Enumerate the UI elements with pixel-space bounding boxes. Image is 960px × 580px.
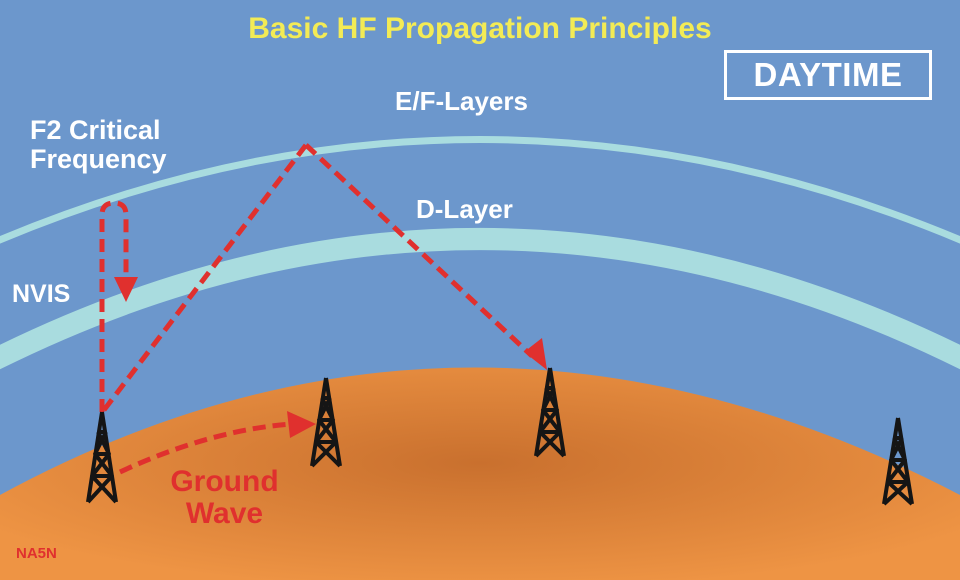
ground-wave-line2: Wave <box>185 496 264 530</box>
d-layer-band <box>0 228 960 370</box>
f2-critical-frequency-label: F2 Critical Frequency <box>30 115 230 175</box>
author-credit: NA5N <box>16 545 57 562</box>
arrowhead-icon <box>524 338 547 370</box>
ground-wave-line1: Ground <box>170 465 279 498</box>
arrowhead-icon <box>114 277 138 302</box>
f2-label-line1: F2 Critical <box>30 115 161 145</box>
ground-wave-ray <box>118 421 293 475</box>
skywave-ray-down <box>304 143 534 358</box>
ef-layers-label: E/F-Layers <box>395 86 528 116</box>
ray-arrowheads <box>114 277 547 438</box>
daytime-badge-label: DAYTIME <box>753 56 903 93</box>
nvis-label: NVIS <box>12 280 71 308</box>
ef-layer-band <box>0 136 960 244</box>
antenna-tower-icon <box>310 377 342 468</box>
arrowhead-icon <box>287 411 316 438</box>
antenna-tower-icon <box>534 367 566 458</box>
nvis-ray-up <box>99 200 129 412</box>
diagram-title: Basic HF Propagation Principles <box>248 12 712 45</box>
ground-wave-label: Ground Wave <box>162 466 287 529</box>
daytime-badge: DAYTIME <box>724 50 932 100</box>
antenna-tower-icon <box>86 411 118 504</box>
skywave-ray-up <box>102 143 308 412</box>
antenna-tower-icon <box>882 417 914 506</box>
sky-wave-rays <box>99 143 534 475</box>
f2-label-line2: Frequency <box>30 144 167 175</box>
d-layer-label: D-Layer <box>416 194 513 224</box>
earth-ground <box>0 367 960 580</box>
